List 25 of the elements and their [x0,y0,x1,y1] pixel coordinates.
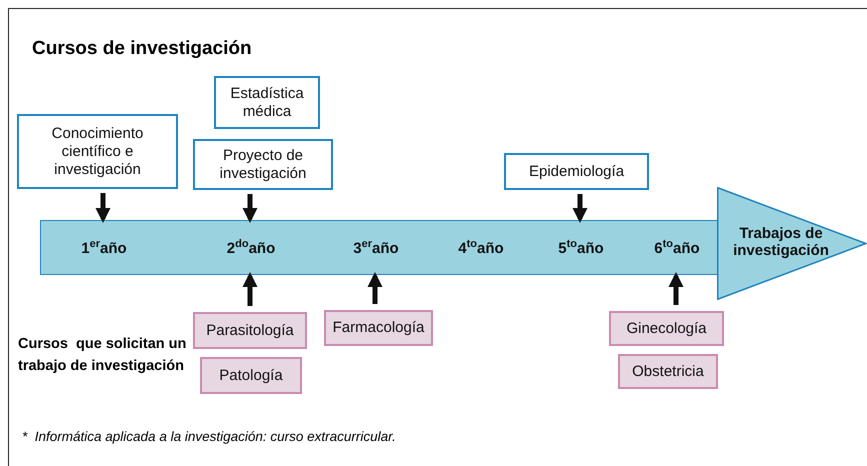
course-box: Patología [200,357,302,394]
course-box: Conocimiento científico e investigación [17,114,178,189]
year-label: 2$^{do}$año [216,221,286,276]
course-box: Epidemiología [504,153,649,190]
arrow [368,272,382,304]
course-box: Proyecto de investigación [193,139,333,190]
arrow [572,194,588,223]
footnote: * Informática aplicada a la investigación: curso extracurricular. [22,429,396,444]
year-label: 4$^{to}$año [446,221,516,276]
side-note: Cursos que solicitan un trabajo de investigación [18,335,188,376]
arrow [242,194,258,223]
arrow [96,193,110,223]
course-box: Ginecología [609,311,724,346]
year-label: 6$^{to}$año [642,221,712,276]
arrowhead-label: Trabajos de investigación [732,225,830,259]
course-box: Farmacología [324,310,433,346]
diagram-title: Cursos de investigación [32,38,252,60]
course-box: Estadística médica [214,76,320,129]
course-box: Parasitología [193,312,307,349]
year-label: 3$^{er}$año [341,221,411,276]
year-label: 1$^{er}$año [69,221,139,276]
arrow [242,272,258,306]
arrow [668,272,684,305]
year-label: 5$^{to}$año [546,221,616,276]
course-box: Obstetricia [618,354,718,389]
